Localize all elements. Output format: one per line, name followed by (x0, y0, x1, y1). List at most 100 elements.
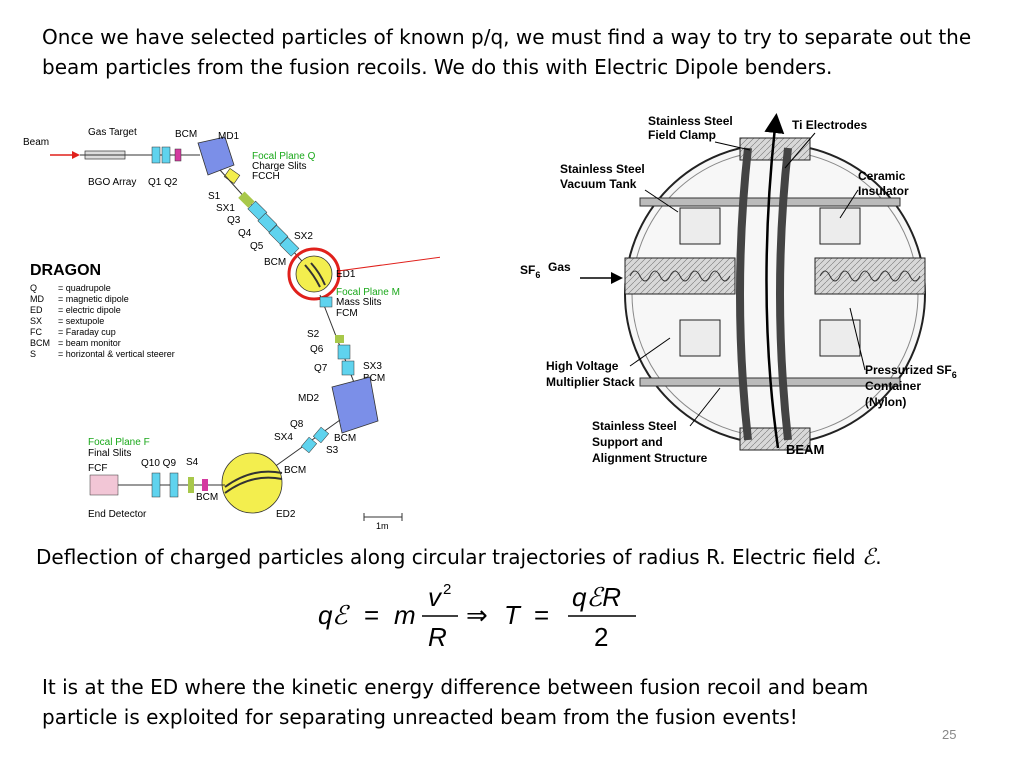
ceramic-label-2: Insulator (858, 184, 909, 198)
electric-field-symbol: ℰ (861, 545, 876, 570)
gas-label: Gas (548, 260, 571, 274)
support-label-3: Alignment Structure (592, 451, 708, 465)
legend-description: = horizontal & vertical steerer (58, 349, 175, 359)
focal-plane-m-label: Focal Plane M (336, 287, 400, 298)
hv-label-1: High Voltage (546, 359, 619, 373)
eq-v: v (428, 582, 443, 612)
ti-electrodes-label: Ti Electrodes (792, 118, 867, 132)
q9-quadrupole (169, 472, 179, 498)
sx4-label: SX4 (274, 432, 293, 443)
caption-text: Deflection of charged particles along ci… (36, 545, 862, 569)
scale-label: 1m (376, 521, 389, 531)
bcm5-label: BCM (284, 465, 306, 476)
q10-quadrupole (151, 472, 161, 498)
focal-plane-m-element (319, 296, 333, 308)
pressurized-subscript: 6 (952, 370, 957, 380)
ed1-electrode-b (310, 262, 326, 286)
vacuum-tank-leader (644, 189, 679, 213)
support-label-2: Support and (592, 435, 663, 449)
md1-magnetic-dipole (197, 136, 235, 176)
beam-trajectory-arrow (764, 113, 785, 449)
page-number: 25 (942, 727, 957, 742)
eq-m: m (394, 600, 416, 630)
pressurized-label-1: Pressurized SF6 (865, 363, 957, 380)
legend-description: = electric dipole (58, 305, 121, 315)
fcm-label: FCM (336, 308, 358, 319)
sx4-sextupole (300, 436, 318, 454)
sx3-label: SX3 (363, 361, 382, 372)
q1q2-label: Q1 Q2 (148, 177, 178, 188)
ed2-electrode-a (224, 470, 283, 488)
q8-label: Q8 (290, 419, 304, 430)
legend-key: SX (30, 316, 42, 326)
legend-description: = Faraday cup (58, 327, 116, 337)
focal-plane-f-label: Focal Plane F (88, 437, 150, 448)
deflection-caption: Deflection of charged particles along ci… (36, 542, 936, 573)
q4-label: Q4 (238, 228, 252, 239)
ed1-electrode-a (304, 264, 321, 288)
s2-label: S2 (307, 329, 320, 340)
ceramic-insulator-lower-left (679, 319, 721, 357)
q6-quadrupole (337, 344, 351, 360)
ed1-label: ED1 (336, 269, 356, 280)
legend-description: = beam monitor (58, 338, 121, 348)
q7-quadrupole (341, 360, 355, 376)
q10q9-label: Q10 Q9 (141, 458, 176, 469)
legend-key: Q (30, 283, 37, 293)
q3-label: Q3 (227, 215, 241, 226)
ceramic-insulator-lower-right (819, 319, 861, 357)
vacuum-tank-label-1: Stainless Steel (560, 162, 645, 176)
vacuum-tank-label-2: Vacuum Tank (560, 177, 637, 191)
fcch-label: FCCH (252, 171, 280, 182)
ed2-label: ED2 (276, 509, 296, 520)
hv-coil-left (629, 270, 731, 282)
bcm-label: BCM (175, 129, 197, 140)
md2-label: MD2 (298, 393, 320, 404)
ceramic-insulator-upper-left (679, 207, 721, 245)
eq-implies: ⇒ (466, 600, 488, 630)
focal-plane-q-slits (223, 168, 241, 184)
s1-label: S1 (208, 191, 221, 202)
ceramic-label-1: Ceramic (858, 169, 906, 183)
q3-quadrupole (257, 212, 278, 233)
sx1-label: SX1 (216, 203, 235, 214)
q6-label: Q6 (310, 344, 324, 355)
ed1-pointer-line (337, 256, 440, 272)
bcm6-label: BCM (196, 492, 218, 503)
field-clamp-leader (714, 141, 751, 151)
sf6-text: SF (520, 263, 535, 277)
dragon-beamline-diagram: Beam Gas Target BGO Array Q1 Q2 BCM MD1 … (23, 127, 440, 531)
pressurized-text: Pressurized SF (865, 363, 952, 377)
s4-label: S4 (186, 457, 199, 468)
eq-v-exponent: 2 (443, 581, 451, 598)
q1-quadrupole (151, 146, 161, 164)
sf6-label: SF6 (520, 263, 540, 280)
legend-description: = magnetic dipole (58, 294, 129, 304)
pressurized-label-3: (Nylon) (865, 395, 906, 409)
q8-quadrupole (312, 426, 330, 444)
eq-R: R (428, 622, 447, 652)
legend-key: MD (30, 294, 44, 304)
final-slits-label: Final Slits (88, 448, 131, 459)
legend-key: S (30, 349, 36, 359)
s1-steerer (238, 191, 255, 208)
legend-key: BCM (30, 338, 50, 348)
conclusion-paragraph: It is at the ED where the kinetic energy… (42, 675, 869, 729)
q5-quadrupole (279, 236, 300, 257)
bcm2-label: BCM (264, 257, 286, 268)
ti-electrode-inner (736, 147, 752, 441)
caption-end: . (875, 545, 882, 569)
bcm-monitor (174, 148, 182, 162)
ti-electrodes-leader (784, 132, 816, 169)
ed2-electric-dipole (221, 452, 283, 514)
s3-label: S3 (326, 445, 339, 456)
ed1-highlight-ring (287, 247, 341, 301)
beam-arrowhead-icon (72, 151, 80, 159)
eq-equals-1: = (364, 600, 379, 630)
field-clamp-label-1: Stainless Steel (648, 114, 733, 128)
pressurized-leader (849, 307, 866, 371)
mass-slits-label: Mass Slits (336, 297, 382, 308)
eq-q: q (318, 600, 333, 630)
support-label-1: Stainless Steel (592, 419, 677, 433)
